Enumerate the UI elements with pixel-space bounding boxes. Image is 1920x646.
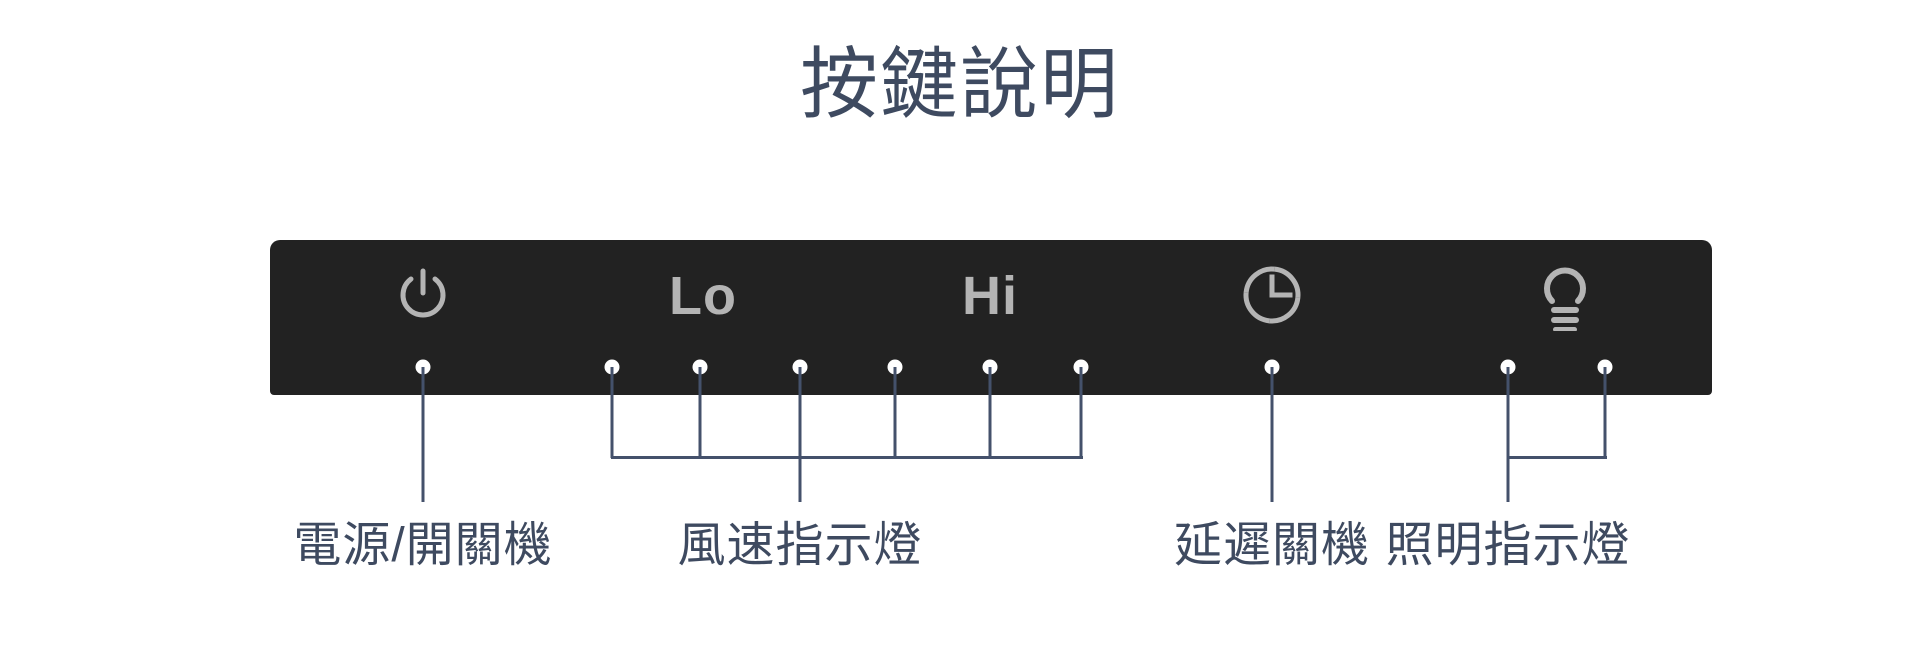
lightbulb-icon[interactable] [1532, 256, 1598, 332]
hi-text-icon[interactable]: Hi [945, 266, 1035, 326]
leader-fan-4 [893, 367, 897, 458]
hi-label: Hi [962, 266, 1018, 326]
leader-fan-1 [610, 367, 614, 458]
leader-light-drop [1506, 456, 1510, 502]
timer-caption: 延遲關機 [1173, 519, 1371, 572]
light-caption: 照明指示燈 [1385, 519, 1631, 572]
power-caption: 電源/開關機 [293, 519, 553, 572]
lo-text-icon[interactable]: Lo [658, 266, 748, 326]
leader-fan-6 [1079, 367, 1083, 458]
power-icon[interactable] [390, 262, 456, 328]
leader-fan-5 [988, 367, 992, 458]
leader-fan-3 [798, 367, 802, 458]
page-title: 按鍵說明 [799, 40, 1120, 128]
lo-label: Lo [669, 266, 737, 326]
leader-fan-2 [698, 367, 702, 458]
leader-timer [1270, 367, 1274, 502]
leader-light-bar [1507, 456, 1607, 459]
leader-light-1 [1506, 367, 1510, 458]
leader-fan-bar [611, 456, 1083, 459]
leader-light-2 [1603, 367, 1607, 458]
leader-power [421, 367, 425, 502]
leader-fan-drop [798, 456, 802, 502]
fan-speed-caption: 風速指示燈 [677, 519, 923, 572]
clock-icon[interactable] [1239, 262, 1305, 328]
